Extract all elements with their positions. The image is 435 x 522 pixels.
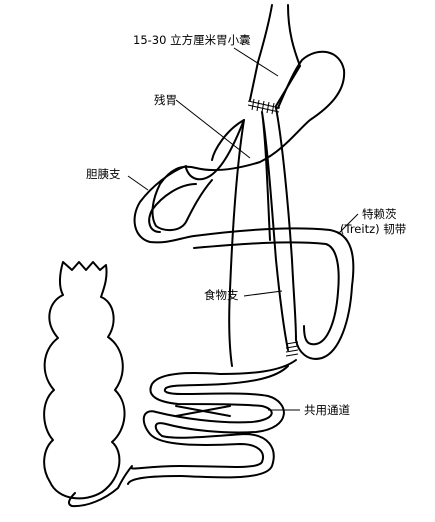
pouch-wall: [249, 61, 301, 107]
remnant-stomach: [151, 50, 346, 232]
leader-pouch: [233, 47, 279, 77]
biliopancreatic-limb-tube: [133, 165, 197, 244]
label-treitz-line2: (Treitz) 韧带: [340, 222, 406, 236]
anastomosis-staples: [285, 341, 299, 357]
biliopancreatic-limb-outer: [185, 119, 245, 181]
loop-twist: [175, 405, 231, 417]
label-biliopancreatic-limb: 胆胰支: [86, 167, 121, 181]
colon: [43, 261, 126, 500]
leader-remnant: [175, 99, 251, 159]
pouch-staple-line: [247, 98, 281, 115]
label-remnant-stomach: 残胃: [154, 93, 177, 107]
label-treitz-line1: 特赖茨: [362, 207, 397, 221]
esophagus: [257, 4, 301, 67]
label-pouch: 15-30 立方厘米胃小囊: [133, 33, 251, 47]
leader-roux: [243, 290, 283, 297]
roux-limb-tube: [228, 107, 297, 367]
common-channel-loops: [127, 359, 297, 485]
ileum-entry: [68, 465, 133, 508]
label-common-channel: 共用通道: [304, 403, 350, 417]
leader-treitz: [337, 213, 359, 235]
label-roux-limb: 食物支: [204, 288, 239, 302]
leader-bp-limb: [127, 175, 149, 191]
